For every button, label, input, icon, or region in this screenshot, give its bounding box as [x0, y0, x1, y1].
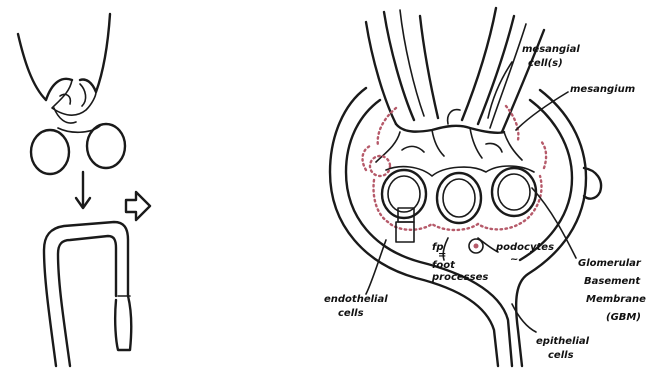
left-cell-circle [31, 130, 69, 174]
podocyte-dash: ~ [510, 254, 518, 265]
outline-arrow-right-icon [126, 192, 150, 220]
label-processes: processes [431, 272, 488, 283]
label-mesangium: mesangium [570, 84, 635, 95]
label-mesangial-line2: cell(s) [528, 58, 563, 69]
arrow-down-icon [76, 172, 90, 208]
label-epithelial-line1: epithelial [536, 336, 590, 347]
label-endothelial-line1: endothelial [324, 294, 388, 305]
label-epithelial-line2: cells [548, 350, 574, 361]
leader-lines [366, 62, 576, 332]
early-glomerulus-sketch [18, 14, 125, 174]
label-mesangial-line1: mesangial [522, 44, 580, 55]
label-foot: foot [432, 260, 456, 271]
label-gbm-line1: Glomerular [578, 258, 642, 269]
label-gbm-line4: (GBM) [606, 312, 641, 323]
label-gbm-line2: Basement [584, 276, 641, 287]
label-gbm-line3: Membrane [586, 294, 646, 305]
label-podocytes: podocytes [495, 242, 554, 253]
u-shaped-tubule [44, 222, 131, 366]
label-endothelial-line2: cells [338, 308, 364, 319]
